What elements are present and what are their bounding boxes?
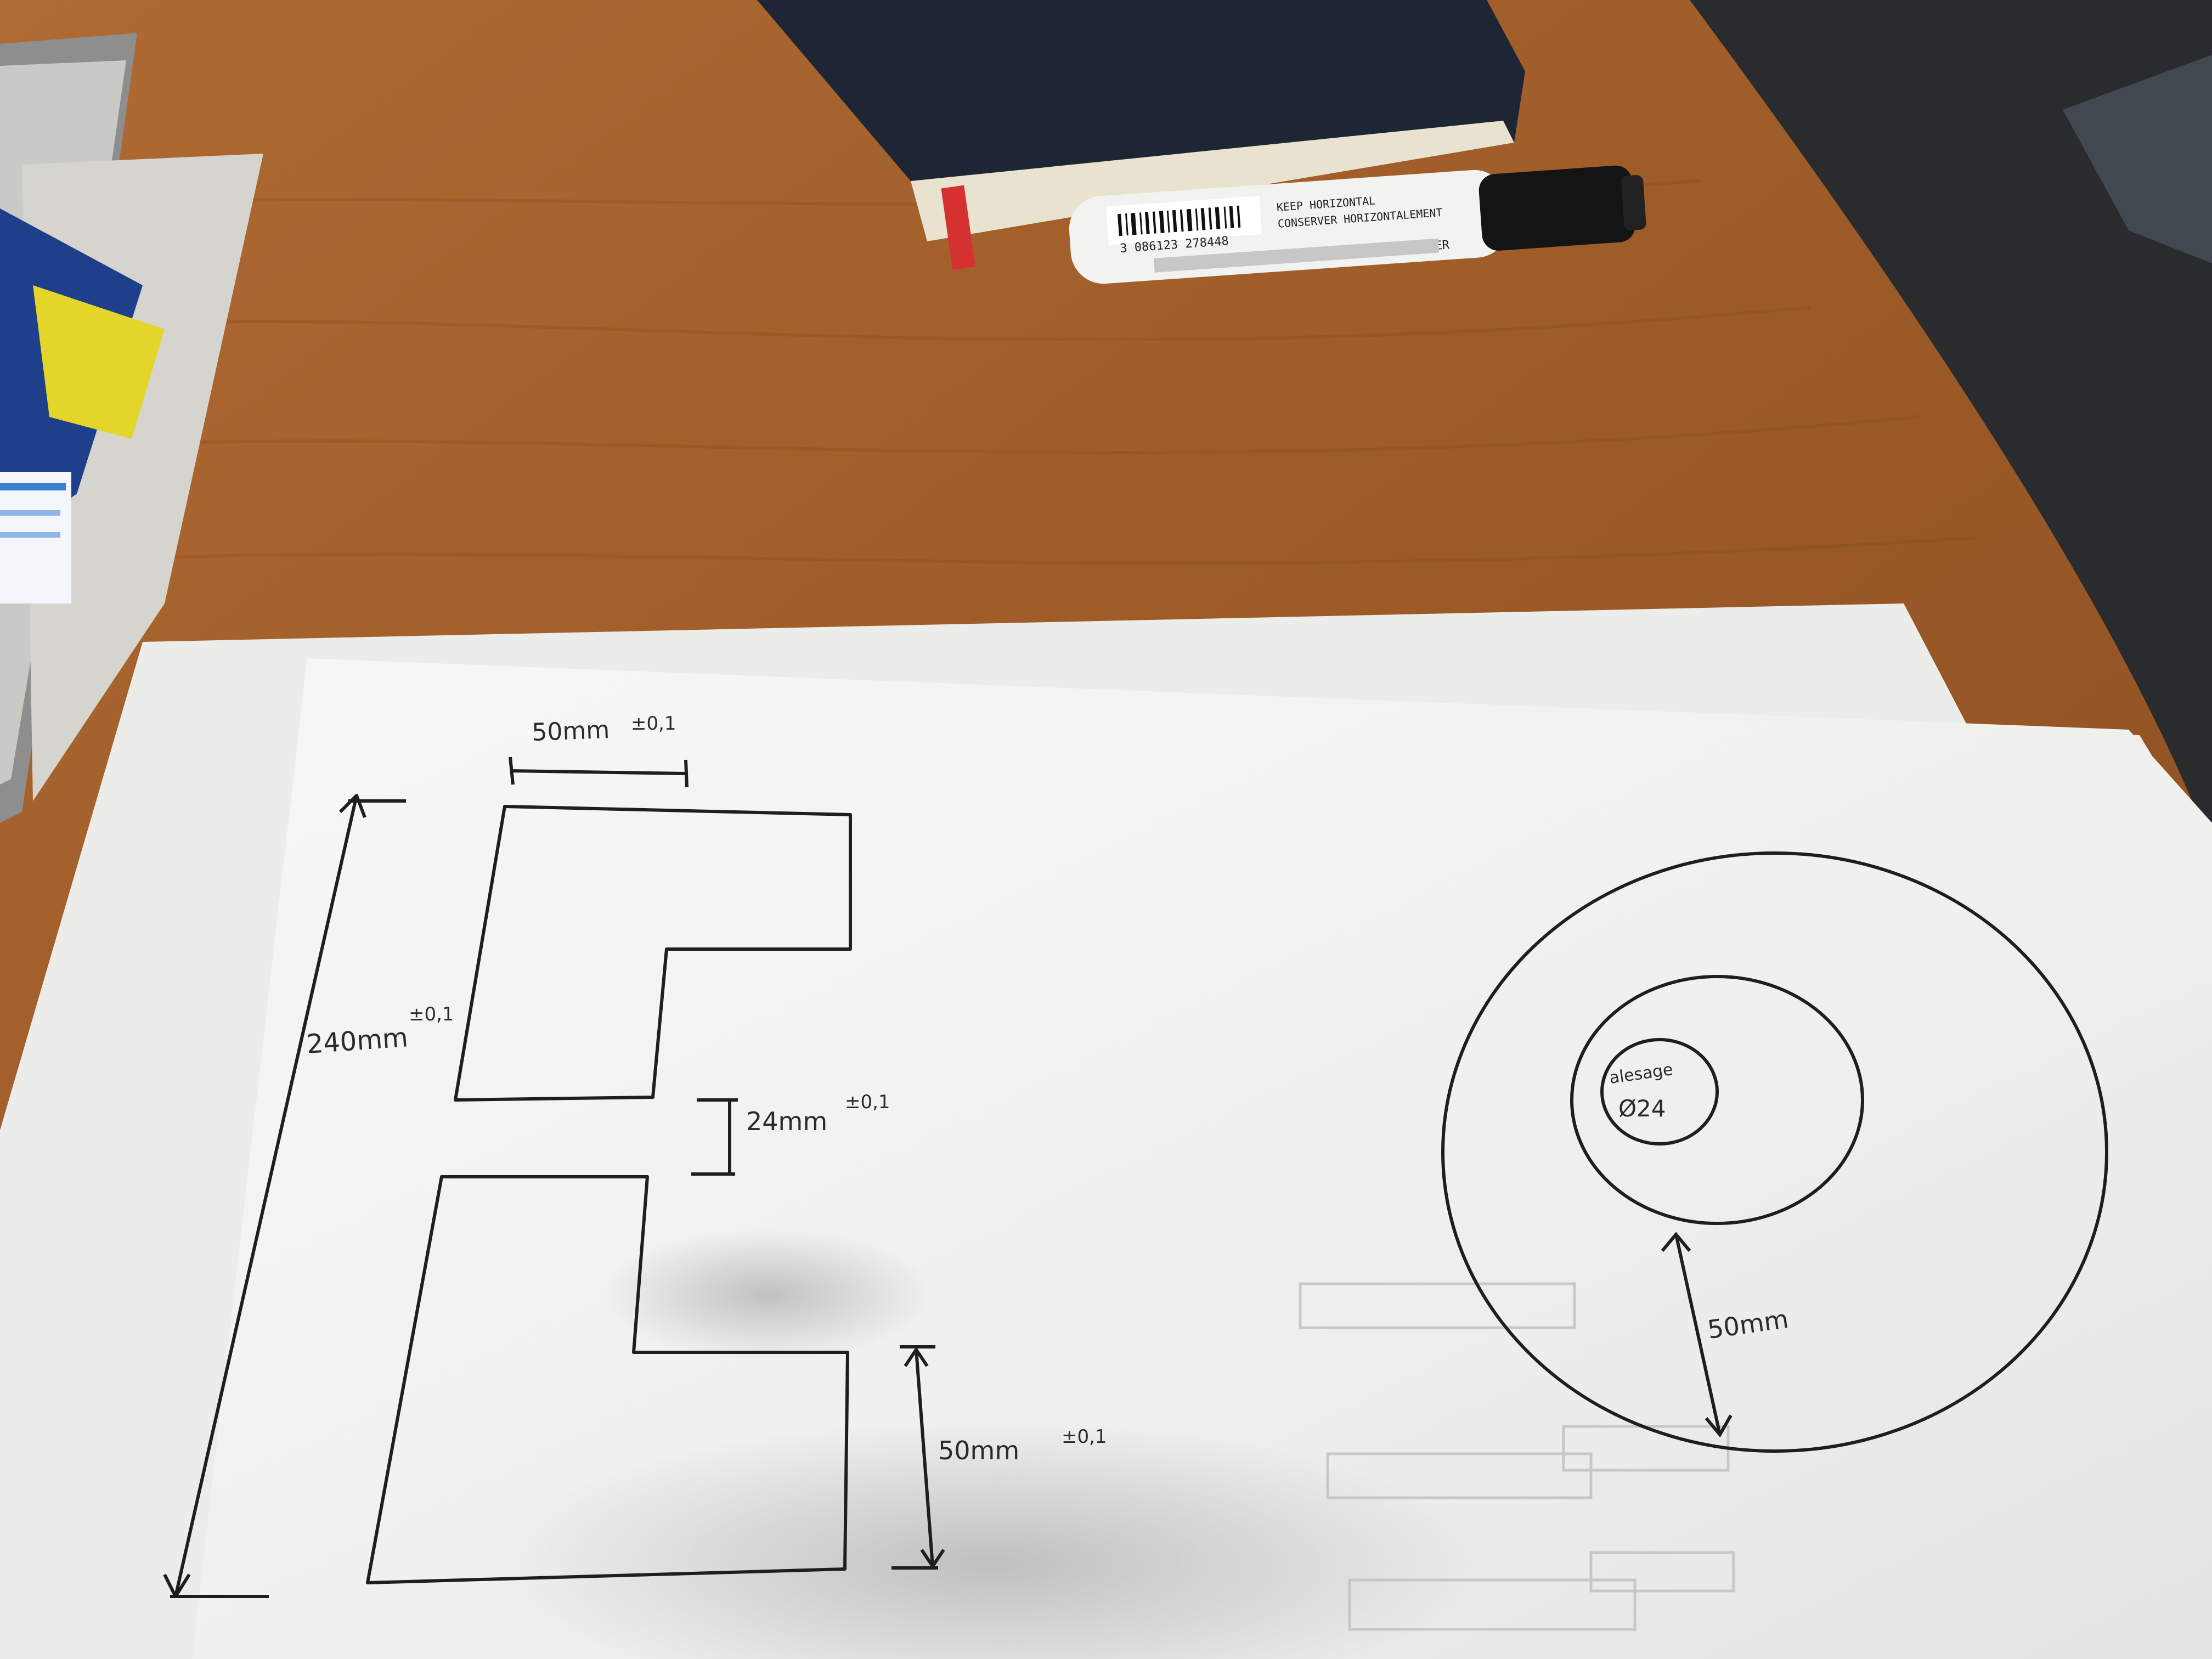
bottom-height-label: 50mm bbox=[938, 1436, 1019, 1465]
dark-counter bbox=[1690, 0, 2212, 850]
height-tolerance: ±0,1 bbox=[409, 1003, 454, 1025]
marker-barcode bbox=[1118, 205, 1241, 236]
top-width-tolerance: ±0,1 bbox=[631, 713, 676, 735]
gap-tolerance: ±0,1 bbox=[845, 1091, 890, 1113]
middle-circle bbox=[1570, 975, 1864, 1225]
paper-sheet-front bbox=[192, 658, 2212, 1659]
ring-drawing bbox=[1441, 851, 2108, 1453]
bottom-height-tolerance: ±0,1 bbox=[1062, 1426, 1107, 1448]
hand-shadow bbox=[603, 1229, 933, 1361]
marker-pen: 3 086123 278448 KEEP HORIZONTAL CONSERVE… bbox=[1069, 165, 1646, 284]
plastic-bag bbox=[2063, 55, 2212, 263]
magazines-stack bbox=[0, 33, 263, 823]
bore-diameter: Ø24 bbox=[1618, 1095, 1666, 1122]
top-width-label: 50mm bbox=[532, 716, 610, 747]
inner-circle bbox=[1600, 1038, 1719, 1146]
height-label: 240mm bbox=[306, 1022, 409, 1060]
outer-circle bbox=[1441, 851, 2108, 1453]
hand-shadow-lower bbox=[494, 1421, 1481, 1659]
e-shape-drawing bbox=[163, 757, 945, 1598]
gap-label: 24mm bbox=[746, 1107, 827, 1136]
notebook bbox=[757, 0, 1525, 270]
